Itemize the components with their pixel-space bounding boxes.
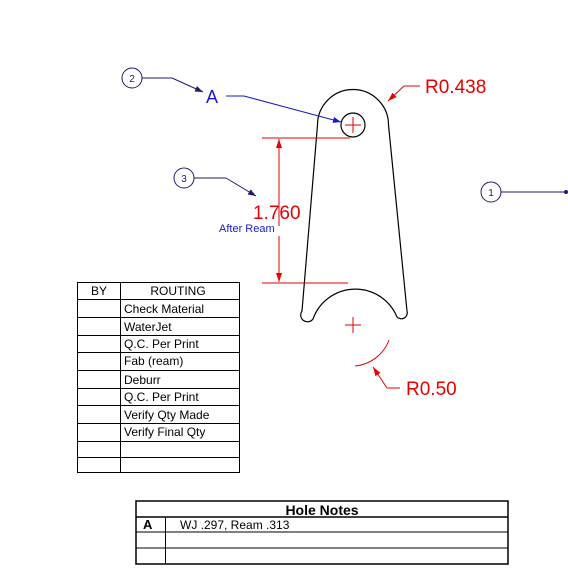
- routing-step: Deburr: [124, 373, 161, 387]
- balloon-2-label: 2: [129, 74, 135, 85]
- center-distance-value: 1.760: [253, 203, 301, 224]
- routing-header-routing: ROUTING: [150, 284, 205, 298]
- routing-step: Q.C. Per Print: [124, 337, 199, 351]
- hole-notes-table: [135, 500, 509, 565]
- balloon-3-leader: [194, 177, 257, 197]
- center-distance-note: After Ream: [219, 223, 275, 235]
- bottom-arc-center-mark: [345, 317, 361, 333]
- routing-step: WaterJet: [124, 320, 172, 334]
- routing-step: Q.C. Per Print: [124, 390, 199, 404]
- balloon-1-label: 1: [488, 188, 494, 199]
- balloon-1-leader-dot: [564, 190, 568, 194]
- routing-step: Check Material: [124, 302, 204, 316]
- bottom-radius-arc: [354, 339, 390, 367]
- balloon-3-label: 3: [181, 174, 187, 185]
- center-distance-dimension: [262, 137, 350, 284]
- routing-table: [77, 282, 240, 473]
- hole-notes-text: WJ .297, Ream .313: [180, 518, 290, 532]
- bottom-radius-leader: [372, 366, 400, 389]
- routing-header-by: BY: [91, 284, 107, 298]
- hole-a-leader: [226, 95, 342, 123]
- top-radius-leader: [387, 85, 420, 102]
- hole-notes-key: A: [143, 517, 153, 532]
- top-radius-label: R0.438: [425, 77, 486, 98]
- routing-step: Verify Final Qty: [124, 425, 205, 439]
- routing-step: Fab (ream): [124, 354, 183, 368]
- hole-letter-callout: A: [206, 87, 218, 107]
- routing-step: Verify Qty Made: [124, 408, 210, 422]
- hole-notes-title: Hole Notes: [285, 502, 358, 518]
- balloon-2-leader: [142, 77, 204, 93]
- top-hole-center-mark: [345, 117, 361, 133]
- bottom-radius-label: R0.50: [406, 379, 457, 400]
- part-outline: [300, 88, 408, 323]
- top-hole: [340, 112, 366, 138]
